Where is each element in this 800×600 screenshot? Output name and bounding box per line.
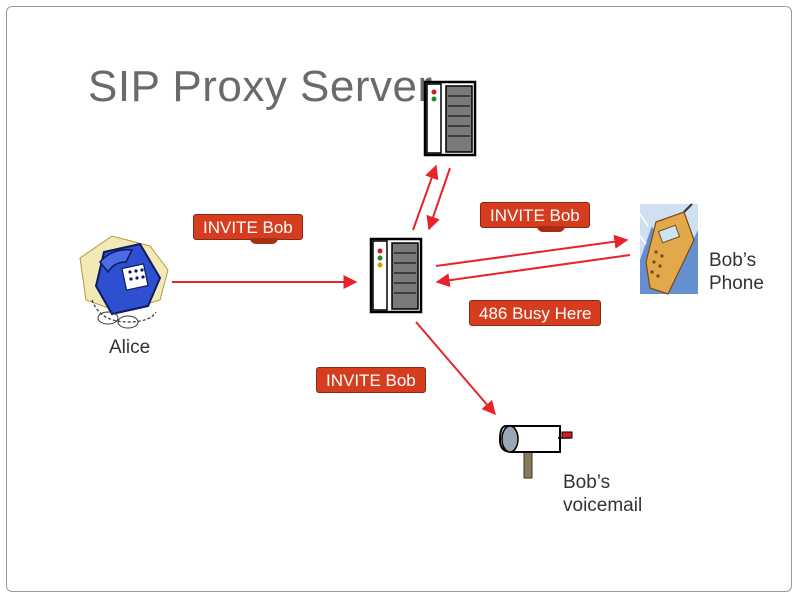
arrow-proxy-to-phone	[435, 234, 629, 267]
arrow-upstream-to-proxy	[426, 167, 451, 231]
proxy-server-icon	[369, 237, 423, 314]
upstream-server-icon	[423, 80, 477, 157]
invite-to-proxy-label: INVITE Bob	[203, 218, 293, 237]
bob-phone-label: Bob’s Phone	[709, 250, 764, 294]
bob-voicemail-label: Bob’s voicemail	[563, 472, 643, 516]
invite-to-voicemail-label: INVITE Bob	[326, 371, 416, 390]
callout-curl	[250, 238, 278, 244]
callout-curl	[537, 226, 565, 232]
invite-to-proxy-callout: INVITE Bob	[193, 214, 303, 244]
invite-to-phone-callout: INVITE Bob	[480, 202, 590, 232]
invite-to-voicemail-callout: INVITE Bob	[316, 367, 426, 393]
slide-title: SIP Proxy Server	[88, 62, 433, 111]
busy-response-callout: 486 Busy Here	[469, 300, 602, 326]
desk-phone-icon	[79, 235, 169, 329]
mobile-phone-icon	[639, 203, 698, 295]
mailbox-icon	[498, 425, 573, 479]
arrow-proxy-to-upstream	[412, 164, 439, 231]
busy-response-label: 486 Busy Here	[479, 304, 592, 323]
slide-frame	[6, 6, 792, 592]
invite-to-phone-label: INVITE Bob	[490, 206, 580, 225]
arrow-proxy-to-voicemail	[415, 321, 496, 416]
arrow-phone-to-proxy	[435, 254, 631, 288]
alice-label: Alice	[109, 337, 151, 358]
